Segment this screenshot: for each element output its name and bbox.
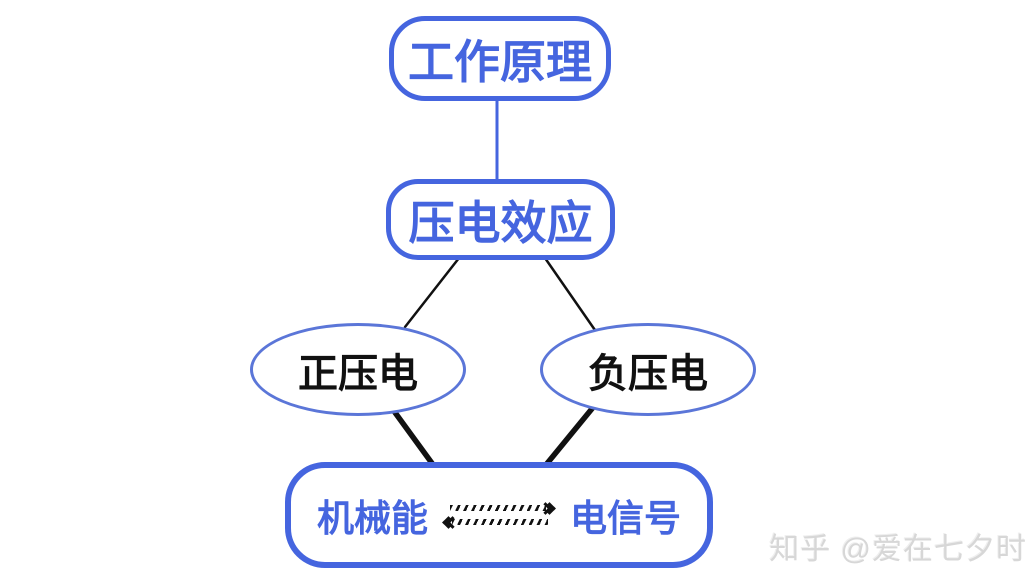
edge-effect-positive [403,256,461,329]
electrical-signal-label: 电信号 [570,498,681,539]
node-piezoelectric-effect: 压电效应 [386,179,615,260]
node-energy-conversion: 机械能 电信号 [285,462,713,568]
node-direct-piezoelectric-label: 正压电 [298,351,418,396]
edge-effect-negative [543,256,599,335]
mechanical-energy-label: 机械能 [317,498,428,539]
edge-positive-conversion [388,404,437,469]
node-working-principle-label: 工作原理 [408,35,592,88]
zhihu-watermark: 知乎 @爱在七夕时 [769,533,1027,566]
node-direct-piezoelectric: 正压电 [250,323,466,416]
node-working-principle: 工作原理 [389,16,611,101]
node-converse-piezoelectric-label: 负压电 [588,351,708,396]
node-piezoelectric-effect-label: 压电效应 [408,196,593,249]
edge-negative-conversion [542,402,598,469]
dashed-arrow-right [450,501,556,515]
dashed-arrow-left [442,515,548,529]
bidirectional-dashed-arrow-icon [442,501,556,529]
node-converse-piezoelectric: 负压电 [540,323,756,416]
